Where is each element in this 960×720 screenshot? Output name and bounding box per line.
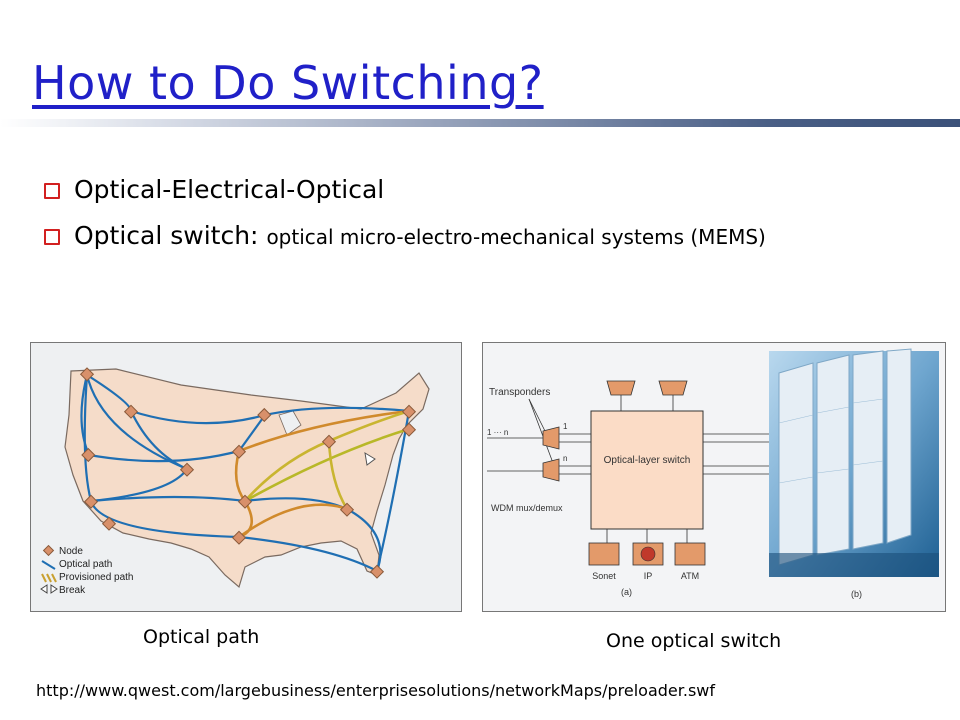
optical-layer-switch-box — [590, 410, 704, 530]
legend-break: Break — [59, 585, 86, 596]
title-divider — [0, 119, 960, 127]
switch-diagram-graphic: Transponders 1 ··· n Optical-layer switc… — [483, 343, 945, 611]
source-url: http://www.qwest.com/largebusiness/enter… — [36, 681, 716, 700]
map-legend: Node Optical path Provisioned path Break — [40, 544, 134, 596]
equipment-photo: (b) — [769, 348, 939, 599]
square-bullet-icon — [44, 229, 60, 245]
us-map-graphic: Node Optical path Provisioned path Break — [31, 343, 461, 611]
slide-title: How to Do Switching? — [32, 56, 544, 110]
bullet-item: Optical switch: optical micro-electro-me… — [42, 216, 766, 262]
wdm-label: WDM mux/demux — [491, 503, 563, 513]
transponders-label: Transponders — [489, 387, 550, 398]
one-n-label: 1 ··· n — [487, 428, 508, 437]
bullet-detail: optical micro-electro-mechanical systems… — [266, 225, 766, 249]
switch-caption: One optical switch — [606, 630, 782, 652]
bullet-text: Optical-Electrical-Optical — [74, 175, 385, 204]
client-sonet: Sonet — [592, 571, 616, 581]
square-bullet-icon — [44, 183, 60, 199]
panel-b-label: (b) — [851, 589, 862, 599]
bullet-item: Optical-Electrical-Optical — [42, 170, 766, 216]
switch-label: Optical-layer switch — [604, 455, 691, 466]
panel-a-label: (a) — [621, 587, 632, 597]
router-icon — [640, 546, 656, 562]
n-label-top: 1 — [563, 422, 568, 431]
node-markers — [79, 367, 417, 579]
client-ip: IP — [644, 571, 653, 581]
bullet-text: Optical switch: — [74, 221, 267, 250]
break-marker — [364, 452, 376, 466]
legend-optical-path: Optical path — [59, 559, 112, 570]
optical-switch-figure: Transponders 1 ··· n Optical-layer switc… — [482, 342, 946, 612]
client-atm: ATM — [681, 571, 699, 581]
sonet-box — [588, 542, 620, 566]
optical-path-lines — [80, 374, 411, 572]
n-label-bottom: n — [563, 454, 567, 463]
legend-provisioned-path: Provisioned path — [59, 572, 134, 583]
bullet-list: Optical-Electrical-Optical Optical switc… — [42, 170, 766, 262]
legend-node: Node — [59, 546, 83, 557]
network-map-figure: Node Optical path Provisioned path Break — [30, 342, 462, 612]
atm-box — [674, 542, 706, 566]
map-caption: Optical path — [143, 626, 260, 648]
